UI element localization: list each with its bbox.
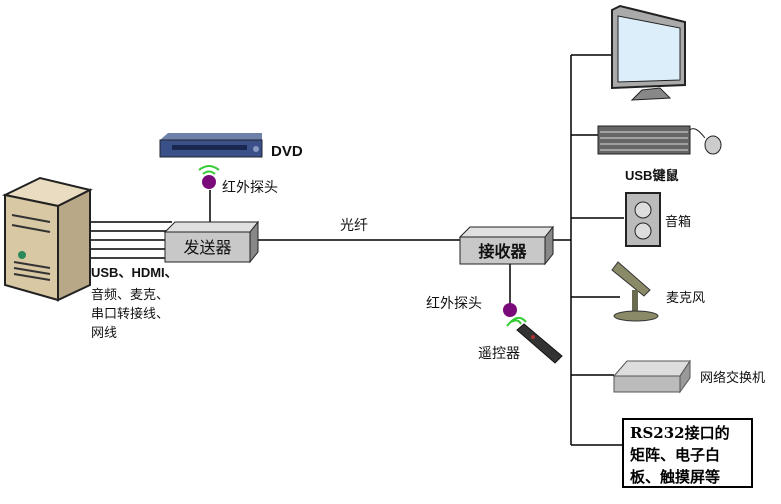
cable-label-1: USB、HDMI、 — [91, 265, 178, 280]
keyboard-mouse-icon — [597, 125, 722, 155]
monitor-icon — [611, 4, 686, 101]
ir-probe-sender-icon — [202, 175, 216, 189]
cable-label-3: 串口转接线、 — [91, 307, 170, 322]
network-switch-icon — [612, 359, 691, 394]
ir-probe-receiver-label: 红外探头 — [426, 296, 482, 312]
keyboard-mouse-label: USB键鼠 — [625, 168, 679, 183]
ir-probe-sender-label: 红外探头 — [222, 180, 278, 196]
microphone-label: 麦克风 — [666, 291, 706, 306]
cable-label-4: 网线 — [91, 326, 118, 341]
rs232-devices-box: RS232接口的 矩阵、电子白 板、触摸屏等 — [622, 418, 753, 488]
remote-control-icon — [516, 323, 563, 364]
sender-box — [163, 220, 260, 264]
speaker-label: 音箱 — [665, 215, 692, 230]
remote-label: 遥控器 — [478, 346, 520, 362]
receiver-label: 接收器 — [478, 242, 527, 261]
microphone-icon — [611, 261, 659, 322]
fiber-label: 光纤 — [340, 218, 368, 234]
sender-label: 发送器 — [183, 238, 232, 257]
dvd-label: DVD — [271, 143, 303, 160]
switch-label: 网络交换机 — [700, 371, 766, 386]
connection-lines — [88, 54, 624, 446]
receiver-box — [458, 225, 555, 266]
cable-label-2: 音频、麦克、 — [91, 288, 170, 303]
ir-probe-receiver-icon — [503, 303, 517, 317]
dvd-player-icon — [159, 133, 263, 158]
ir-waves-icon — [198, 165, 527, 327]
computer-tower-icon — [1, 176, 93, 302]
speaker-icon — [625, 192, 661, 247]
